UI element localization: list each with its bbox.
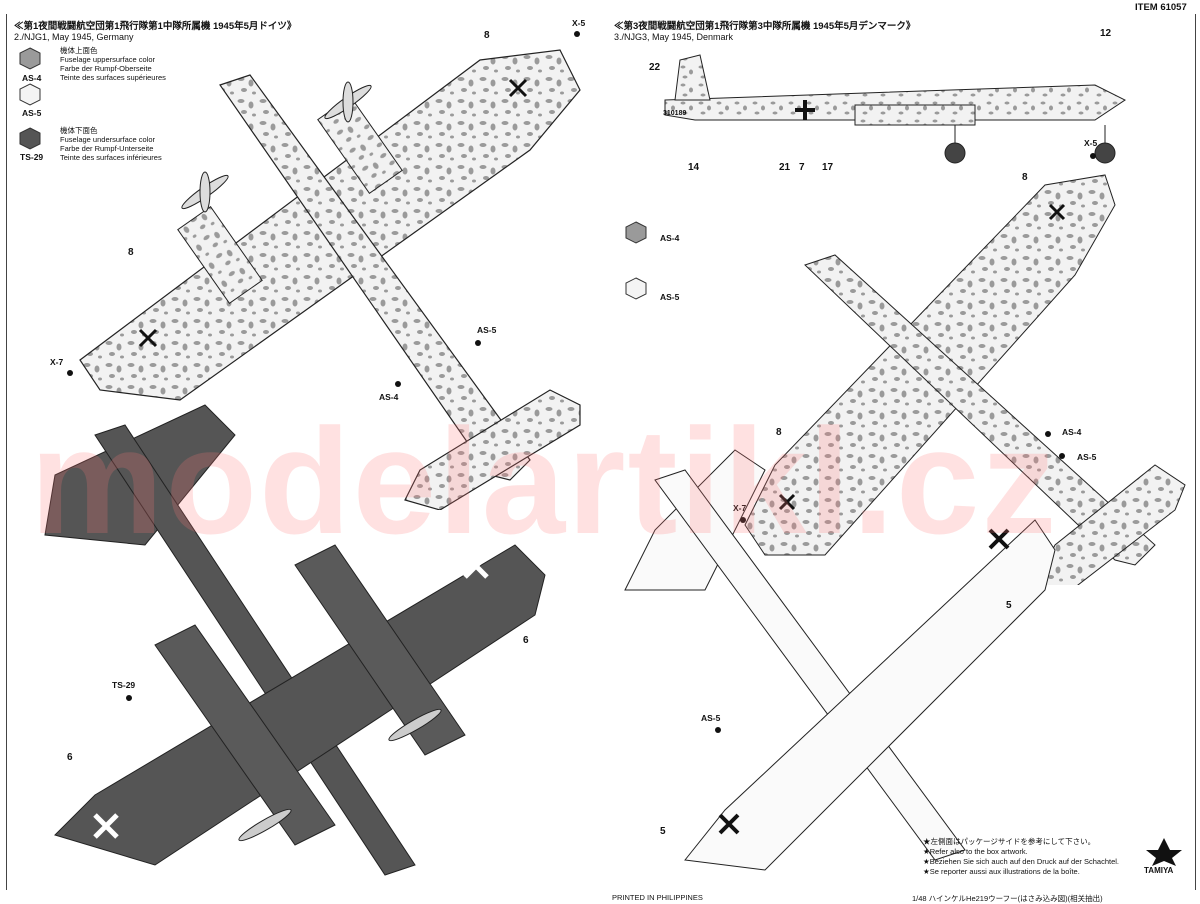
upper-color-heading: 機体上面色 xyxy=(60,46,98,55)
right-panel-frame xyxy=(607,14,1196,890)
as4-swatch-label: AS-4 xyxy=(22,73,42,83)
callout-8-right-top: 8 xyxy=(1022,172,1028,183)
balkenkreuz-icon xyxy=(718,528,1010,835)
right-side-view-drawing xyxy=(664,54,1126,164)
lower-color-en: Fuselage undersurface color xyxy=(60,135,156,144)
ts29-swatch-label: TS-29 xyxy=(20,152,44,162)
left-subtitle: 2./NJG1, May 1945, Germany xyxy=(14,32,134,42)
watermark: modelartikl.cz xyxy=(30,397,1059,565)
callout-12: 12 xyxy=(1100,28,1112,39)
callout-14: 14 xyxy=(688,162,700,173)
left-title: ≪第1夜間戦闘航空団第1飛行隊第1中隊所属機 1945年5月ドイツ》 xyxy=(14,21,297,32)
note-fr: ★Se reporter aussi aux illustrations de … xyxy=(923,867,1080,876)
star-icon xyxy=(1146,838,1182,866)
upper-color-en: Fuselage uppersurface color xyxy=(60,55,156,64)
left-panel-frame xyxy=(6,14,601,890)
serial-number: 310189 xyxy=(663,110,687,117)
right-as4-label: AS-4 xyxy=(660,233,680,243)
upper-color-de: Farbe der Rumpf-Oberseite xyxy=(60,64,152,73)
callout-x7: X-7 xyxy=(50,357,64,367)
lower-color-de: Farbe der Rumpf-Unterseite xyxy=(60,144,154,153)
balkenkreuz-icon xyxy=(778,203,1066,511)
callout-as5-lower: AS-5 xyxy=(701,713,721,723)
note-jp: ★左側面はパッケージサイドを参考にして下さい。 xyxy=(923,837,1096,846)
right-subtitle: 3./NJG3, May 1945, Denmark xyxy=(614,32,734,42)
as4-swatch-icon xyxy=(625,221,647,244)
footer-caption: 1/48 ハインケルHe219ウーフー(はさみ込み図)(相关抽出) xyxy=(912,894,1103,903)
as5-swatch-icon xyxy=(19,83,41,106)
ts29-swatch-icon xyxy=(19,127,41,150)
callout-17: 17 xyxy=(822,162,834,173)
as4-swatch-icon xyxy=(19,47,41,70)
left-lower-aircraft-drawing xyxy=(44,404,546,876)
callout-8-left: 8 xyxy=(128,247,134,258)
callout-x5: X-5 xyxy=(572,18,586,28)
callout-7: 7 xyxy=(799,162,805,173)
callout-6-right: 6 xyxy=(523,635,529,646)
footer-printed: PRINTED IN PHILIPPINES xyxy=(612,893,703,902)
callout-ts29: TS-29 xyxy=(112,680,136,690)
callout-22: 22 xyxy=(649,62,661,73)
as5-swatch-icon xyxy=(625,277,647,300)
item-number: ITEM 61057 xyxy=(1135,2,1187,13)
right-color-swatches xyxy=(625,221,647,300)
right-title: ≪第3夜間戦闘航空団第1飛行隊第3中隊所属機 1945年5月デンマーク》 xyxy=(614,21,916,32)
callout-as5-right: AS-5 xyxy=(1077,452,1097,462)
note-en: ★Refer also to the box artwork. xyxy=(923,847,1028,856)
callout-21: 21 xyxy=(779,162,791,173)
callout-as4-right: AS-4 xyxy=(1062,427,1082,437)
lower-color-heading: 機体下面色 xyxy=(60,126,98,135)
balkenkreuz-icon xyxy=(93,553,489,839)
callout-x5-right: X-5 xyxy=(1084,138,1098,148)
right-lower-aircraft-drawing xyxy=(624,449,1056,871)
callout-8-top: 8 xyxy=(484,30,490,41)
callout-as4: AS-4 xyxy=(379,392,399,402)
callout-5-left: 5 xyxy=(660,826,666,837)
right-as5-label: AS-5 xyxy=(660,292,680,302)
left-upper-aircraft-drawing xyxy=(79,49,581,510)
upper-color-fr: Teinte des surfaces supérieures xyxy=(60,73,166,82)
callout-as5: AS-5 xyxy=(477,325,497,335)
balkenkreuz-icon xyxy=(138,78,528,348)
callout-x7-right: X-7 xyxy=(733,503,747,513)
left-color-swatches xyxy=(19,47,41,150)
lower-color-fr: Teinte des surfaces inférieures xyxy=(60,153,162,162)
right-upper-aircraft-drawing xyxy=(744,174,1186,585)
tamiya-logo: TAMIYA xyxy=(1140,836,1188,876)
balkenkreuz-icon xyxy=(795,100,815,120)
as5-swatch-label: AS-5 xyxy=(22,108,42,118)
note-de: ★Beziehen Sie sich auch auf den Druck au… xyxy=(923,857,1120,866)
callout-5-right: 5 xyxy=(1006,600,1012,611)
callout-8-right-left: 8 xyxy=(776,427,782,438)
callout-6-left: 6 xyxy=(67,752,73,763)
